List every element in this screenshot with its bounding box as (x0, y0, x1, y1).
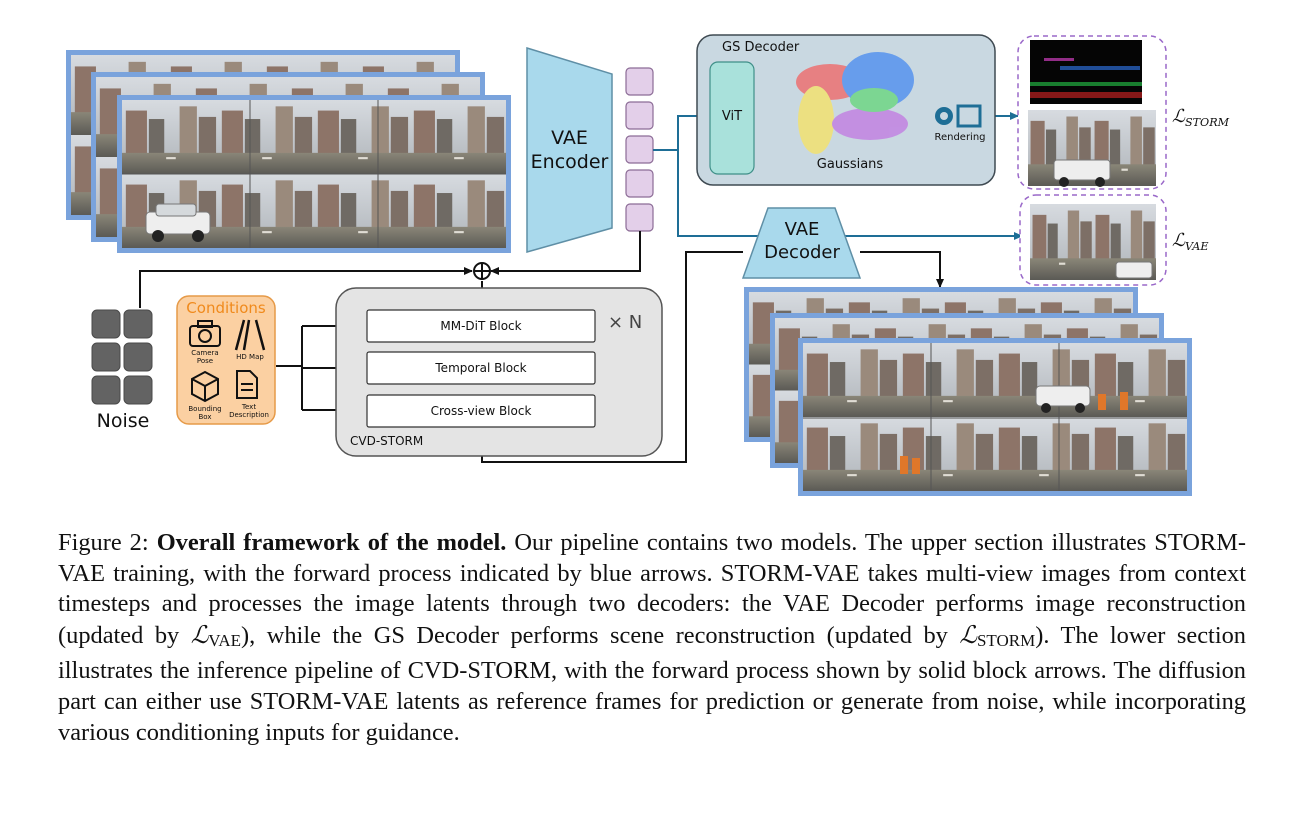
rendering-icon (935, 104, 982, 128)
caption-text-part3: ). The lower section illustrates the inf… (58, 621, 1246, 746)
temporal-block (366, 351, 596, 385)
loss-storm-label: ℒSTORM (1172, 106, 1230, 129)
white-suv (145, 203, 211, 242)
caption-text-part1: Our pipeline contains two models. The up… (58, 529, 1247, 649)
bounding-box-label: Bounding Box (188, 405, 222, 421)
vae-output-box (1019, 194, 1167, 286)
gs-decoder-title: GS Decoder (722, 40, 800, 55)
hd-map-label: HD Map (236, 353, 264, 361)
vae-encoder-label-line1: VAE (551, 127, 588, 149)
camera-pose-label: Camera Pose (191, 349, 219, 365)
input-frame-front (117, 95, 511, 253)
figure-caption: Figure 2: Overall framework of the model… (58, 528, 1246, 748)
vit-box (709, 61, 755, 175)
noise-grid (91, 309, 153, 405)
noise-label: Noise (96, 410, 150, 432)
diagram-canvas (66, 34, 1192, 496)
loss-storm-subscript: STORM (1184, 116, 1230, 129)
gaussians-cluster (796, 52, 914, 154)
white-suv (1035, 385, 1091, 413)
temporal-block-label: Temporal Block (435, 361, 527, 375)
loss-vae-label: ℒVAE (1172, 230, 1209, 253)
caption-label: Figure 2: (58, 529, 149, 556)
vae-decoder-label: VAE Decoder (750, 218, 854, 264)
storm-output-box (1017, 35, 1167, 190)
bounding-box-icon (191, 370, 219, 403)
conditions-title: Conditions (186, 299, 266, 317)
latent-token (625, 135, 654, 164)
caption-title: Overall framework of the model. (156, 529, 507, 556)
vit-label: ViT (721, 109, 743, 124)
traffic-barrels (900, 392, 1128, 474)
gaussians-label: Gaussians (816, 157, 884, 172)
cross-view-block-label: Cross-view Block (430, 404, 532, 418)
text-description-icon (236, 370, 258, 399)
vae-encoder (526, 46, 613, 253)
output-frame-front (798, 338, 1192, 496)
caption-loss-storm: STORM (976, 630, 1036, 650)
gs-decoder-panel (696, 34, 996, 186)
latent-token (625, 203, 654, 232)
conditions-box (176, 295, 276, 425)
latent-tokens (625, 67, 654, 232)
latent-token (625, 169, 654, 198)
cvd-storm-panel (335, 287, 663, 457)
rendering-label: Rendering (934, 132, 986, 143)
cvd-storm-label: CVD-STORM (350, 434, 424, 448)
hd-map-icon (234, 319, 266, 351)
lidar-depth-render (1030, 40, 1142, 104)
caption-loss-vae: VAE (208, 630, 242, 650)
vae-decoder-label-line1: VAE (784, 219, 820, 240)
framework-figure: VAE Encoder GS Decoder ViT Gaussians Ren… (66, 34, 1230, 496)
caption-text-part2: ), while the GS Decoder performs scene r… (241, 621, 948, 649)
loss-symbol: ℒ (1172, 106, 1185, 127)
output-image-stack (744, 287, 1192, 496)
loss-symbol: ℒ (959, 619, 977, 649)
vae-decoder-label-line2: Decoder (764, 242, 840, 263)
add-operator (473, 262, 491, 280)
latent-token (625, 101, 654, 130)
input-image-stack (66, 50, 511, 253)
loss-vae-subscript: VAE (1184, 240, 1209, 253)
vae-encoder-label: VAE Encoder (527, 126, 612, 174)
vae-decoder (741, 207, 862, 279)
mm-dit-block-label: MM-DiT Block (440, 319, 522, 333)
latent-token (625, 67, 654, 96)
repeat-n-label: × N (608, 312, 643, 333)
rgb-render (1028, 110, 1156, 187)
mm-dit-block (366, 309, 596, 343)
loss-symbol: ℒ (190, 619, 209, 649)
loss-symbol: ℒ (1172, 230, 1185, 251)
cross-view-block (366, 394, 596, 428)
text-description-label: Text Description (229, 403, 269, 419)
vae-encoder-label-line2: Encoder (530, 151, 609, 173)
